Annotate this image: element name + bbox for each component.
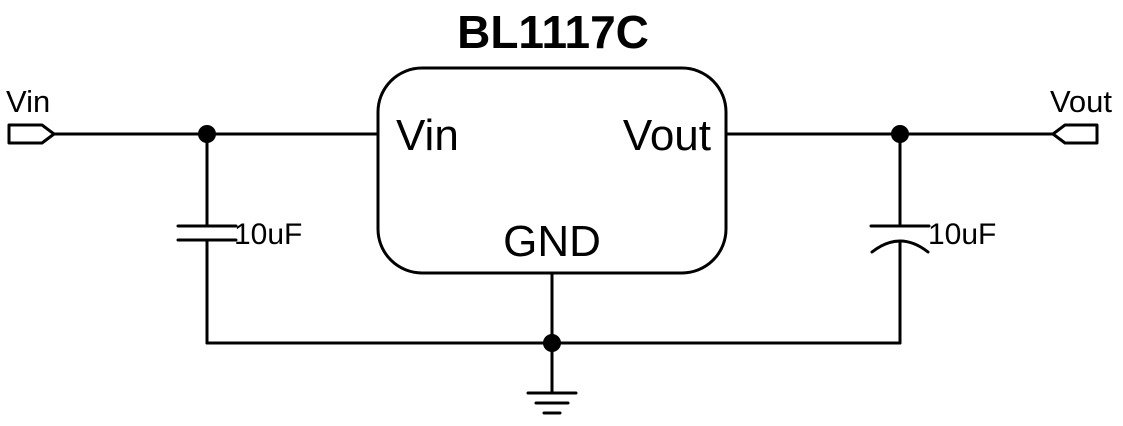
input-cap-value: 10uF xyxy=(234,218,302,251)
output-port-label: Vout xyxy=(1050,84,1112,119)
output-cap-value: 10uF xyxy=(928,218,996,251)
ground-icon xyxy=(526,391,578,415)
vout-pin-label: Vout xyxy=(623,111,711,160)
chip-title: BL1117C xyxy=(457,6,649,58)
gnd-pin-label: GND xyxy=(503,217,601,266)
output-port-connector xyxy=(1051,123,1099,145)
vin-pin-label: Vin xyxy=(396,111,459,160)
input-port-connector xyxy=(7,123,56,145)
input-port-label: Vin xyxy=(6,84,50,119)
